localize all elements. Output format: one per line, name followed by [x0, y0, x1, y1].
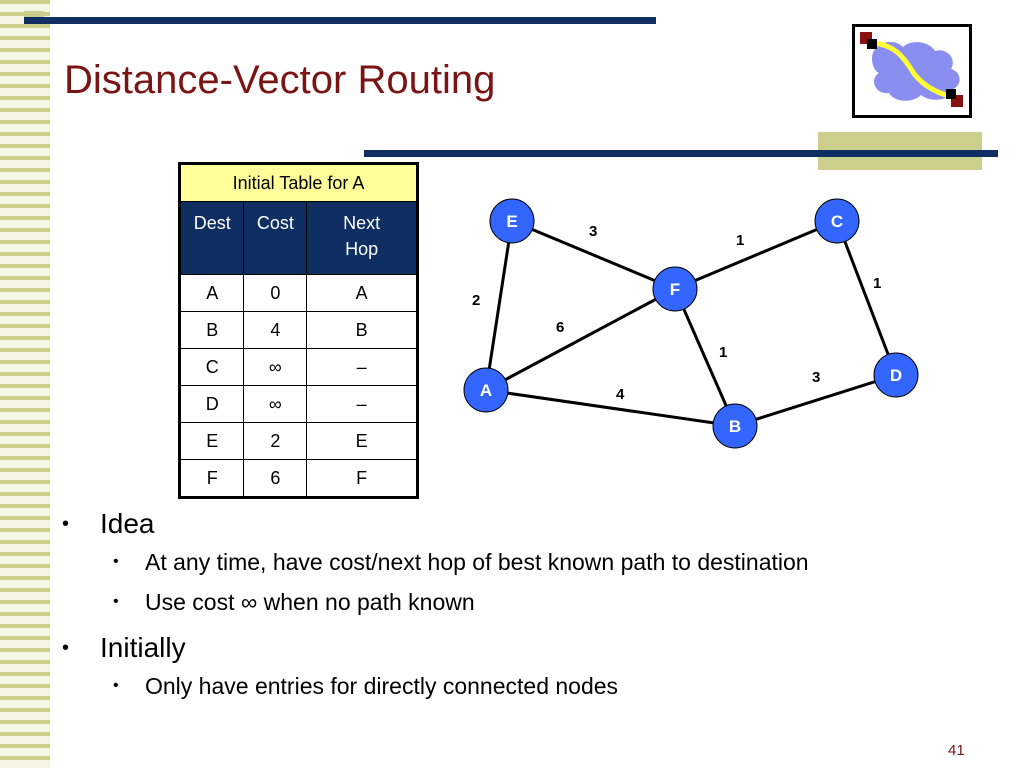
bullet-marker: •: [62, 513, 70, 535]
cell-cost: ∞: [243, 348, 308, 386]
edge-f-b: [673, 288, 737, 427]
header-hop-word: Hop: [345, 239, 379, 259]
bullet-list: • Idea • At any time, have cost/next hop…: [60, 506, 1000, 706]
table-row: D ∞ –: [178, 385, 418, 423]
cell-cost: ∞: [243, 385, 308, 423]
network-logo: [852, 24, 972, 118]
bullet-item: • Initially: [60, 630, 1000, 666]
edge-cost-label: 4: [616, 386, 625, 403]
cell-cost: 6: [243, 459, 308, 498]
bullet-text: Idea: [100, 508, 155, 539]
node-circle: [712, 403, 758, 449]
node-label: B: [729, 417, 741, 436]
bullet-marker: •: [62, 637, 70, 659]
node-circle: [814, 198, 860, 244]
node-label: A: [480, 381, 492, 400]
edge-f-c: [674, 219, 838, 291]
cell-dest: A: [178, 274, 245, 312]
sub-bullet-item: • Use cost ∞ when no path known: [60, 582, 1000, 622]
node-label: D: [890, 366, 902, 385]
endpoint-black-2: [946, 89, 956, 99]
table-caption: Initial Table for A: [179, 163, 418, 202]
cell-cost: 2: [243, 422, 308, 460]
edge-e-f: [511, 219, 676, 291]
table-row: A 0 A: [178, 274, 418, 312]
edge-b-d: [734, 373, 897, 428]
edge-cost-label: 1: [736, 232, 744, 249]
table-row: B 4 B: [178, 311, 418, 349]
node-circle: [463, 367, 509, 413]
cloud-network-icon: [860, 32, 963, 107]
top-rule: [24, 17, 656, 24]
cell-dest: E: [178, 422, 245, 460]
node-circle: [652, 266, 698, 312]
cell-next-hop: B: [306, 311, 418, 349]
slide-title: Distance-Vector Routing: [64, 58, 496, 102]
edge-cost-label: 1: [719, 344, 727, 361]
cell-next-hop: –: [306, 385, 418, 423]
edges: [484, 219, 898, 428]
edge-a-f: [485, 287, 676, 392]
edge-cost-label: 2: [472, 292, 480, 309]
table-row: E 2 E: [178, 422, 418, 460]
node-circle: [489, 198, 535, 244]
bullet-text: Initially: [100, 632, 186, 663]
endpoint-black-1: [867, 39, 877, 49]
edge-c-d: [835, 220, 898, 376]
cell-next-hop: A: [306, 274, 418, 312]
bullet-item: • Idea: [60, 506, 1000, 542]
edge-costs: 3 1 2 1 6 1 3 4: [472, 223, 881, 403]
stripe-separator: [50, 0, 53, 768]
cell-dest: C: [178, 348, 245, 386]
node-label: F: [670, 280, 680, 299]
edge-a-b: [485, 388, 736, 428]
title-underline-rule: [364, 150, 998, 157]
network-diagram: 3 1 2 1 6 1 3 4 E C F A D B: [463, 198, 919, 449]
path-line: [872, 40, 954, 100]
cell-cost: 0: [243, 274, 308, 312]
node-label: E: [506, 212, 517, 231]
cloud-shape: [872, 41, 960, 101]
sub-bullet-item: • At any time, have cost/next hop of bes…: [60, 542, 1000, 582]
header-next-word: Next: [343, 213, 381, 233]
bullet-marker: •: [113, 677, 119, 694]
bullet-marker: •: [113, 593, 119, 610]
node-label: C: [831, 212, 843, 231]
cell-dest: F: [178, 459, 245, 498]
nodes: E C F A D B: [463, 198, 919, 449]
edge-cost-label: 6: [556, 319, 564, 336]
sub-bullet-text: Only have entries for directly connected…: [145, 673, 619, 699]
cell-next-hop: E: [306, 422, 418, 460]
bullet-marker: •: [113, 553, 119, 570]
cell-dest: D: [178, 385, 245, 423]
header-cost: Cost: [243, 201, 308, 275]
sub-bullet-text: At any time, have cost/next hop of best …: [145, 549, 809, 575]
table-row: C ∞ –: [178, 348, 418, 386]
edge-cost-label: 3: [589, 223, 597, 240]
cell-dest: B: [178, 311, 245, 349]
header-dest: Dest: [178, 201, 245, 275]
table-row: F 6 F: [178, 459, 418, 498]
node-circle: [873, 352, 919, 398]
edge-cost-label: 3: [812, 369, 820, 386]
sub-bullet-item: • Only have entries for directly connect…: [60, 666, 1000, 706]
page-number: 41: [948, 742, 965, 759]
edge-e-a: [484, 220, 514, 391]
sub-bullet-text: Use cost ∞ when no path known: [145, 589, 475, 615]
cell-next-hop: –: [306, 348, 418, 386]
cell-next-hop: F: [306, 459, 418, 498]
left-decorative-stripe: [0, 0, 50, 768]
edge-cost-label: 1: [873, 275, 881, 292]
cell-cost: 4: [243, 311, 308, 349]
